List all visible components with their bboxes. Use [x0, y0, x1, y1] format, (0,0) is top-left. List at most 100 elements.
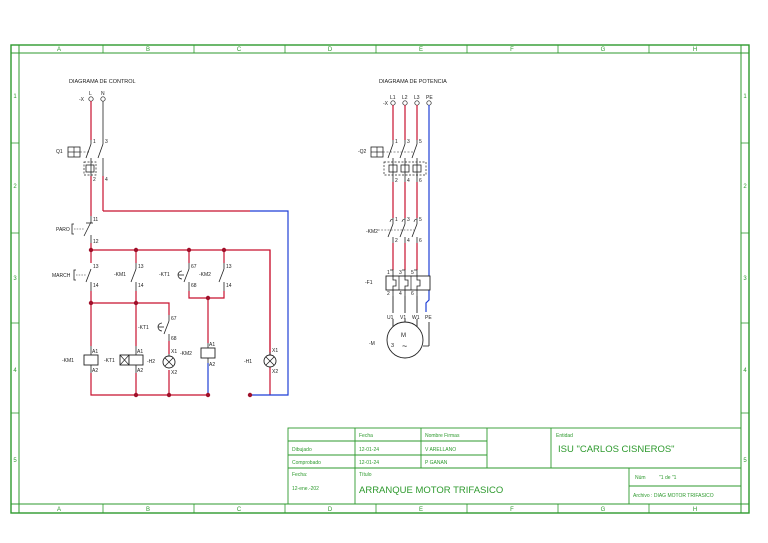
row-label-2: 2	[13, 184, 17, 190]
kt1-delay-contact: -KT1 67 68	[138, 315, 177, 342]
km1-coil: -KM1 A1 A2	[62, 346, 99, 374]
col-label-h: H	[693, 47, 697, 53]
q2-pin-6: 6	[419, 178, 422, 184]
h1-x2: X2	[272, 369, 278, 375]
km2-coil-tag: -KM2	[180, 351, 192, 357]
h1-tag: -H1	[244, 359, 252, 365]
col-label-g: G	[601, 47, 606, 53]
col-label-f-bottom: F	[510, 507, 514, 513]
km2-coil-a2: A2	[209, 362, 215, 368]
motor: -M U1 V1 W1 PE M 3 ~	[369, 313, 434, 359]
f1-pin-4: 4	[399, 291, 402, 297]
km2-main-pin-6: 6	[419, 238, 422, 244]
control-terminal-n: N	[101, 91, 105, 97]
km2-main-tag: -KM2	[366, 229, 378, 235]
march-button: MARCH 13 14	[52, 264, 99, 291]
km1-coil-a1: A1	[92, 349, 98, 355]
power-terminal-l2: L2	[402, 95, 408, 101]
tb-row-dibujado: Dibujado	[292, 447, 312, 453]
control-wiring-blue	[207, 210, 289, 396]
power-terminal-l3: L3	[414, 95, 420, 101]
control-diagram-title: DIAGRAMA DE CONTROL	[69, 79, 136, 85]
f1-pin-5: 5	[411, 270, 414, 276]
f1-pin-6: 6	[411, 291, 414, 297]
row-label-4: 4	[13, 368, 17, 374]
km2-aux-contact: -KM2 13 14	[199, 263, 232, 291]
tb-archivo: Archivo : DIAG MOTOR TRIFASICO	[633, 493, 714, 499]
h2-pilot-lamp: -H2 X1 X2	[147, 349, 177, 376]
motor-tag: -M	[369, 341, 375, 347]
tb-fecha-value: 12-ene.-202	[292, 486, 319, 492]
control-terminal-tag: -X	[79, 97, 85, 103]
q1-pin-3: 3	[105, 139, 108, 145]
tb-row-comprobado: Comprobado	[292, 460, 321, 466]
kt1-timed-contact: -KT1 67 68	[159, 263, 197, 291]
power-terminal-l1: L1	[390, 95, 396, 101]
control-terminal-l: L	[89, 91, 92, 97]
paro-tag: PARO	[56, 227, 70, 233]
q1-pin-4: 4	[105, 177, 108, 183]
power-terminal-pe: PE	[426, 95, 433, 101]
km2-main-pin-1: 1	[395, 217, 398, 223]
row-label-5-right: 5	[743, 458, 747, 464]
km2-aux-pin-13: 13	[226, 264, 232, 270]
kt1-coil-a1: A1	[137, 349, 143, 355]
tb-comprobado-nombre: P GANAN	[425, 460, 448, 466]
tb-fecha-label: Fecha:	[292, 472, 307, 478]
kt1-delay-pin-67: 67	[171, 316, 177, 322]
motor-pin-v1: V1	[400, 315, 406, 321]
km1-aux-pin-14: 14	[138, 283, 144, 289]
h2-x2: X2	[171, 370, 177, 376]
motor-phases: 3	[391, 343, 394, 349]
col-label-c: C	[237, 47, 242, 53]
row-label-5: 5	[13, 458, 17, 464]
tb-dibujado-nombre: V ARELLANO	[425, 447, 456, 453]
h2-x1: X1	[171, 349, 177, 355]
control-terminal: -X L N	[79, 91, 106, 103]
motor-pin-pe: PE	[425, 315, 432, 321]
f1-overload-relay: -F1 1 3 5 2 4 6	[365, 269, 431, 297]
row-label-1-right: 1	[743, 94, 747, 100]
row-label-1: 1	[13, 94, 17, 100]
motor-wave: ~	[402, 341, 407, 351]
km1-aux-pin-13: 13	[138, 264, 144, 270]
f1-pin-2: 2	[387, 291, 390, 297]
km2-main-pin-3: 3	[407, 217, 410, 223]
row-label-2-right: 2	[743, 184, 747, 190]
col-label-b-bottom: B	[146, 507, 150, 513]
power-diagram-title: DIAGRAMA DE POTENCIA	[379, 79, 447, 85]
motor-pin-u1: U1	[387, 315, 394, 321]
tb-col-fecha: Fecha	[359, 433, 373, 439]
kt1-coil-tag: -KT1	[104, 358, 115, 364]
col-label-g-bottom: G	[601, 507, 606, 513]
km2-main-pin-4: 4	[407, 238, 410, 244]
tb-titulo-value: ARRANQUE MOTOR TRIFASICO	[359, 485, 503, 496]
power-wiring-red	[392, 105, 418, 270]
control-diagram: DIAGRAMA DE CONTROL -X L N Q1 1 3	[52, 79, 289, 398]
kt1-coil-a2: A2	[137, 368, 143, 374]
q2-pin-2: 2	[395, 178, 398, 184]
col-label-d: D	[328, 47, 333, 53]
kt1-contact-tag: -KT1	[159, 272, 170, 278]
q2-breaker: -Q2 1 3 5 2 4 6	[358, 139, 427, 184]
paro-button: PARO 11 12	[56, 216, 99, 245]
tb-col-nombre: Nombre Firmas	[425, 433, 460, 439]
q1-breaker: Q1 1 3 2 4	[56, 139, 108, 183]
power-terminal-tag: -X	[383, 101, 389, 107]
km2-coil-a1: A1	[209, 342, 215, 348]
f1-pin-3: 3	[399, 270, 402, 276]
tb-entidad-label: Entidad	[556, 433, 573, 439]
h1-x1: X1	[272, 348, 278, 354]
q2-tag: -Q2	[358, 149, 367, 155]
col-label-a: A	[57, 47, 61, 53]
h1-pilot-lamp: -H1 X1 X2	[244, 348, 278, 375]
km2-aux-pin-14: 14	[226, 283, 232, 289]
paro-pin-12: 12	[93, 239, 99, 245]
col-label-c-bottom: C	[237, 507, 242, 513]
kt1-delay-pin-68: 68	[171, 336, 177, 342]
km2-main-pin-5: 5	[419, 217, 422, 223]
tb-titulo-label: Título	[359, 472, 372, 478]
q2-pin-1: 1	[395, 139, 398, 145]
km1-coil-a2: A2	[92, 368, 98, 374]
